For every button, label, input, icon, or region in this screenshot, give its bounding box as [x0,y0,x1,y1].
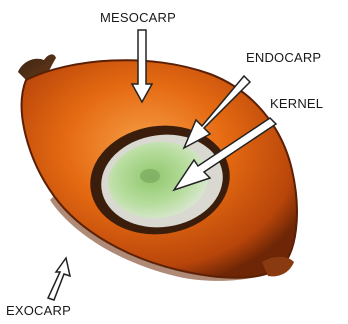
embryo-spot [140,169,160,183]
mesocarp-label: MESOCARP [100,10,176,25]
exocarp-arrow [48,258,70,300]
kernel-label: KERNEL [270,96,323,111]
exocarp-label: EXOCARP [6,303,71,318]
endocarp-label: ENDOCARP [246,50,321,65]
